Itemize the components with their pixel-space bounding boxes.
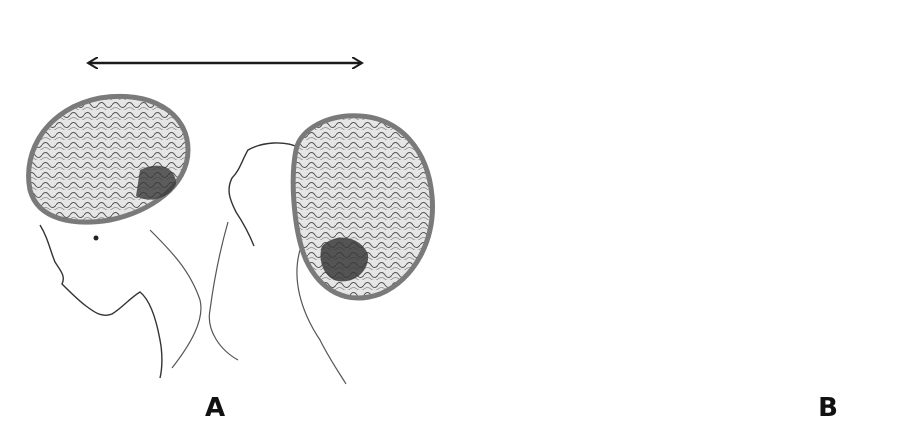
panel-label-a: A xyxy=(195,393,235,423)
eye-flexed xyxy=(94,236,99,241)
face-outline-flexed xyxy=(40,225,162,378)
head-flexed xyxy=(29,96,201,378)
panel-a xyxy=(29,63,433,384)
cerebellum-flexed xyxy=(136,166,176,200)
head-extended xyxy=(209,116,432,384)
panel-label-b: B xyxy=(808,393,848,423)
brain-flexed xyxy=(29,96,188,222)
face-outline-extended xyxy=(229,143,300,246)
neck-outline-flexed xyxy=(150,230,201,368)
